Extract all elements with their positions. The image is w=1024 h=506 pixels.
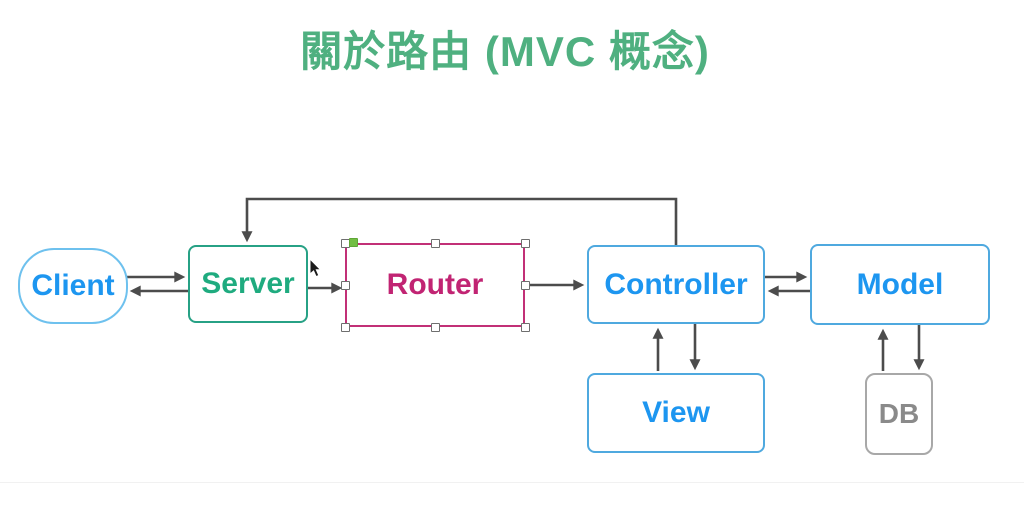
bottom-divider [0,482,1024,483]
node-model-label: Model [856,267,944,301]
node-controller-label: Controller [604,267,748,301]
selection-handle-bottom-right[interactable] [520,322,530,332]
node-view[interactable]: View [587,373,765,453]
node-model[interactable]: Model [810,244,990,325]
node-db[interactable]: DB [865,373,933,455]
selection-handle-bottom-left[interactable] [340,322,350,332]
node-controller[interactable]: Controller [587,245,765,324]
mouse-cursor-icon [309,258,322,278]
selection-handle-mid-right[interactable] [520,280,530,290]
page-title: 關於路由 (MVC 概念) [300,28,710,75]
selection-handle-mid-left[interactable] [340,280,350,290]
node-router-selected[interactable]: Router [345,243,525,327]
selection-handle-bottom-mid[interactable] [430,322,440,332]
arrow-controller-to-server-loop[interactable] [241,197,678,245]
selection-handle-top-right[interactable] [520,238,530,248]
node-server-label: Server [201,267,295,300]
node-router-label: Router [386,268,484,301]
selection-handle-top-mid[interactable] [430,238,440,248]
node-view-label: View [642,396,710,429]
node-db-label: DB [878,398,920,429]
node-server[interactable]: Server [188,245,308,323]
node-client[interactable]: Client [18,248,128,324]
node-client-label: Client [31,269,115,302]
selection-handle-connection-green[interactable] [349,238,358,247]
